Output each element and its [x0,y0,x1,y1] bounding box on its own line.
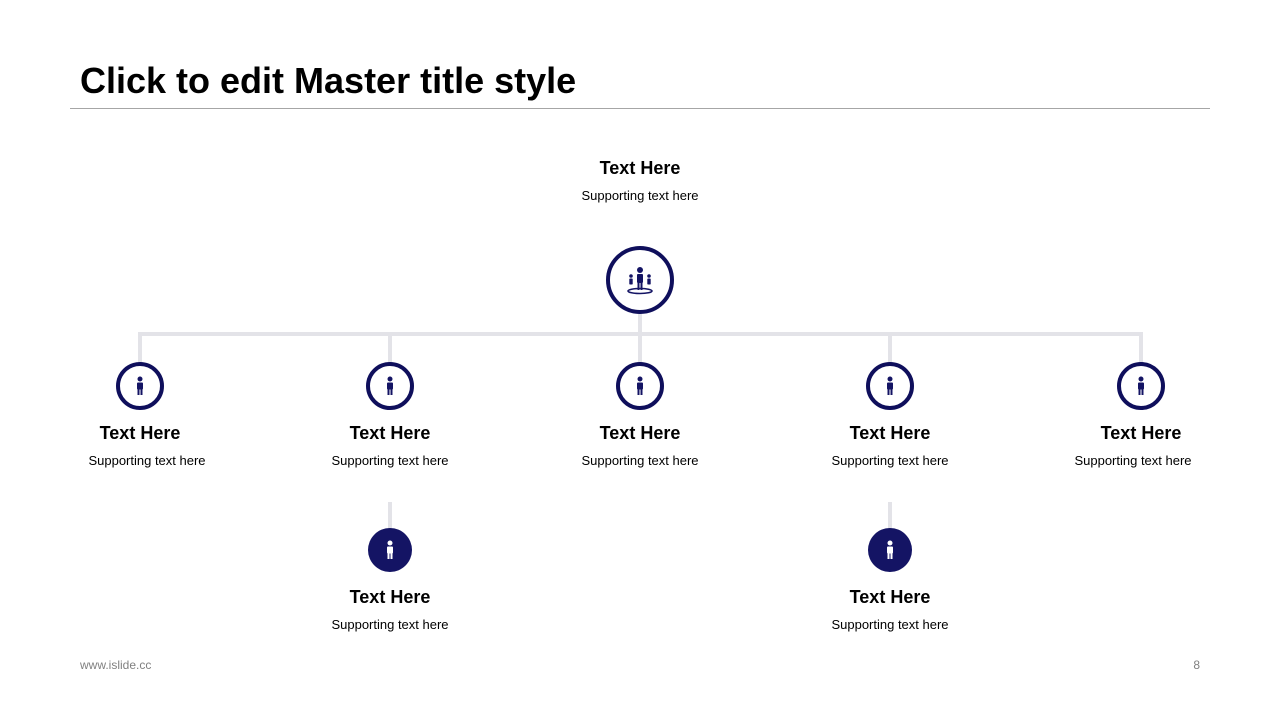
level1-subtitle-3[interactable]: Supporting text here [581,453,699,468]
level2-label-2: Text Here Supporting text here [770,586,1010,633]
branch-connector-3 [638,332,642,364]
level1-node-5[interactable] [1117,362,1165,410]
root-title[interactable]: Text Here [599,158,681,178]
level1-subtitle-4[interactable]: Supporting text here [831,453,949,468]
sub-connector-1 [388,502,392,530]
root-subtitle[interactable]: Supporting text here [581,188,699,203]
branch-connector-4 [888,332,892,364]
level1-subtitle-2[interactable]: Supporting text here [331,453,449,468]
person-icon [887,376,893,395]
level2-label-1: Text Here Supporting text here [270,586,510,633]
footer-url: www.islide.cc [80,658,152,672]
branch-connector-2 [388,332,392,364]
root-connector [638,313,642,336]
team-leader-icon [627,267,653,295]
level1-label-2: Text Here Supporting text here [270,422,510,469]
level1-label-3: Text Here Supporting text here [520,422,760,469]
level1-label-4: Text Here Supporting text here [770,422,1010,469]
sub-connector-2 [888,502,892,530]
level2-node-2[interactable] [868,528,912,572]
person-icon [387,376,393,395]
level1-node-1[interactable] [116,362,164,410]
branch-connector-1 [138,332,142,364]
person-icon [637,376,643,395]
level1-node-2[interactable] [366,362,414,410]
level1-subtitle-5[interactable]: Supporting text here [1074,453,1192,468]
person-icon [887,540,893,559]
page-number: 8 [1193,658,1200,672]
branch-connector-5 [1139,332,1143,364]
level2-subtitle-1[interactable]: Supporting text here [331,617,449,632]
level1-label-1: Text Here Supporting text here [20,422,260,469]
level1-title-5[interactable]: Text Here [1100,423,1182,443]
person-icon [387,540,393,559]
level1-title-1[interactable]: Text Here [99,423,181,443]
level1-label-5: Text Here Supporting text here [1021,422,1261,469]
level1-title-2[interactable]: Text Here [349,423,431,443]
level1-node-3[interactable] [616,362,664,410]
root-label: Text Here Supporting text here [520,157,760,204]
person-icon [137,376,143,395]
level1-node-4[interactable] [866,362,914,410]
level2-title-2[interactable]: Text Here [849,587,931,607]
root-node[interactable] [606,246,674,314]
slide-title[interactable]: Click to edit Master title style [80,60,577,101]
level1-title-3[interactable]: Text Here [599,423,681,443]
level2-subtitle-2[interactable]: Supporting text here [831,617,949,632]
level1-subtitle-1[interactable]: Supporting text here [88,453,206,468]
level1-title-4[interactable]: Text Here [849,423,931,443]
level2-node-1[interactable] [368,528,412,572]
person-icon [1138,376,1144,395]
title-divider [70,108,1210,109]
level2-title-1[interactable]: Text Here [349,587,431,607]
